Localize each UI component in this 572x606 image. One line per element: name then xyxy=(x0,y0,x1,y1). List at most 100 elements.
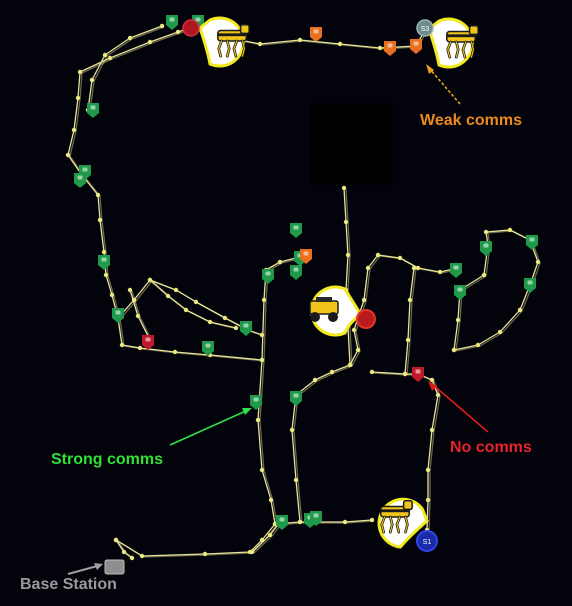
graph-node xyxy=(355,347,361,353)
graph-node xyxy=(277,259,283,265)
base-station-label: Base Station xyxy=(20,576,117,593)
graph-node xyxy=(113,537,119,543)
trajectory-path-parallel xyxy=(69,28,193,320)
trajectory-path xyxy=(453,229,539,351)
trajectory-path-parallel xyxy=(89,26,165,112)
graph-node xyxy=(405,337,411,343)
strong-comms-arrow-head xyxy=(242,408,252,415)
map-pin-icon xyxy=(290,391,302,406)
graph-node xyxy=(361,297,367,303)
graph-node xyxy=(77,69,83,75)
robot-marker-red-center xyxy=(356,309,376,329)
trajectory-path xyxy=(87,25,163,111)
graph-node xyxy=(193,299,199,305)
graph-nodes xyxy=(65,23,541,561)
map-pin-icon xyxy=(524,278,536,293)
trajectory-path xyxy=(251,521,281,553)
graph-node xyxy=(365,265,371,271)
wheeled-robot-icon xyxy=(309,297,339,322)
graph-node xyxy=(107,55,113,61)
graph-node xyxy=(102,52,108,58)
graph-node xyxy=(65,152,71,158)
graph-node xyxy=(377,45,383,51)
base-station-arrow-head xyxy=(94,563,103,570)
graph-node xyxy=(343,219,349,225)
graph-node xyxy=(165,293,171,299)
map-pin-icon xyxy=(290,265,302,280)
graph-node xyxy=(259,357,265,363)
trajectory-path-parallel xyxy=(119,318,265,362)
graph-node xyxy=(517,307,523,313)
map-pin-icon xyxy=(142,335,154,350)
graph-node xyxy=(109,292,115,298)
graph-node xyxy=(507,227,513,233)
graph-node xyxy=(95,192,101,198)
map-pin-icon xyxy=(290,223,302,238)
trajectory-path-parallel xyxy=(253,522,283,554)
graph-node xyxy=(429,377,435,383)
weak-comms-arrow xyxy=(428,67,461,105)
robot-marker-s1: S1 xyxy=(416,530,438,552)
occluded-region xyxy=(310,103,393,185)
map-pin-icon xyxy=(240,321,252,336)
graph-node xyxy=(345,252,351,258)
map-pin-icon xyxy=(412,367,424,382)
graph-node xyxy=(402,371,408,377)
map-pin-icon xyxy=(480,241,492,256)
graph-node xyxy=(137,345,143,351)
map-pin-icon xyxy=(87,103,99,118)
map-pin-icon xyxy=(410,39,422,54)
graph-node xyxy=(535,259,541,265)
graph-node xyxy=(101,249,107,255)
graph-node xyxy=(483,229,489,235)
graph-node xyxy=(329,369,335,375)
trajectory-paths xyxy=(67,25,541,560)
robot-marker-s1-label: S1 xyxy=(423,539,432,546)
graph-node xyxy=(369,517,375,523)
map-pin-icon xyxy=(202,341,214,356)
graph-node xyxy=(159,23,165,29)
no-comms-arrow-head xyxy=(428,381,437,391)
trajectory-path-parallel xyxy=(406,268,417,376)
graph-node xyxy=(411,265,417,271)
graph-node xyxy=(75,95,81,101)
graph-node xyxy=(437,269,443,275)
graph-node xyxy=(255,417,261,423)
graph-node xyxy=(207,319,213,325)
robot-marker-s3: S3 xyxy=(416,19,434,37)
graph-node xyxy=(259,537,265,543)
graph-node xyxy=(249,549,255,555)
graph-node xyxy=(293,477,299,483)
graph-node xyxy=(135,313,141,319)
graph-node xyxy=(451,347,457,353)
graph-node xyxy=(103,272,109,278)
trajectory-path xyxy=(291,254,459,523)
graph-node xyxy=(435,392,441,398)
robot-marker-s3-label: S3 xyxy=(421,26,430,33)
graph-node xyxy=(297,519,303,525)
map-pin-icon xyxy=(310,27,322,42)
trajectory-path-parallel xyxy=(259,258,299,526)
graph-node xyxy=(259,467,265,473)
map-pin-icon xyxy=(526,235,538,250)
graph-node xyxy=(337,41,343,47)
graph-node xyxy=(173,287,179,293)
robot-marker-red-top xyxy=(182,19,200,37)
map-pin-icon xyxy=(112,308,124,323)
graph-node xyxy=(121,549,127,555)
map-pin-icon xyxy=(74,173,86,188)
trajectory-path-parallel xyxy=(293,255,461,524)
graph-node xyxy=(351,327,357,333)
graph-node xyxy=(425,497,431,503)
graph-node xyxy=(347,362,353,368)
graph-node xyxy=(89,77,95,83)
graph-node xyxy=(257,41,263,47)
weak-comms-label: Weak comms xyxy=(420,112,522,129)
graph-node xyxy=(397,255,403,261)
graph-node xyxy=(341,185,347,191)
graph-node xyxy=(475,342,481,348)
legged-robot-badge-2 xyxy=(427,17,480,69)
graph-node xyxy=(97,217,103,223)
graph-node xyxy=(267,532,273,538)
legged-robot-badge-1 xyxy=(198,16,251,68)
